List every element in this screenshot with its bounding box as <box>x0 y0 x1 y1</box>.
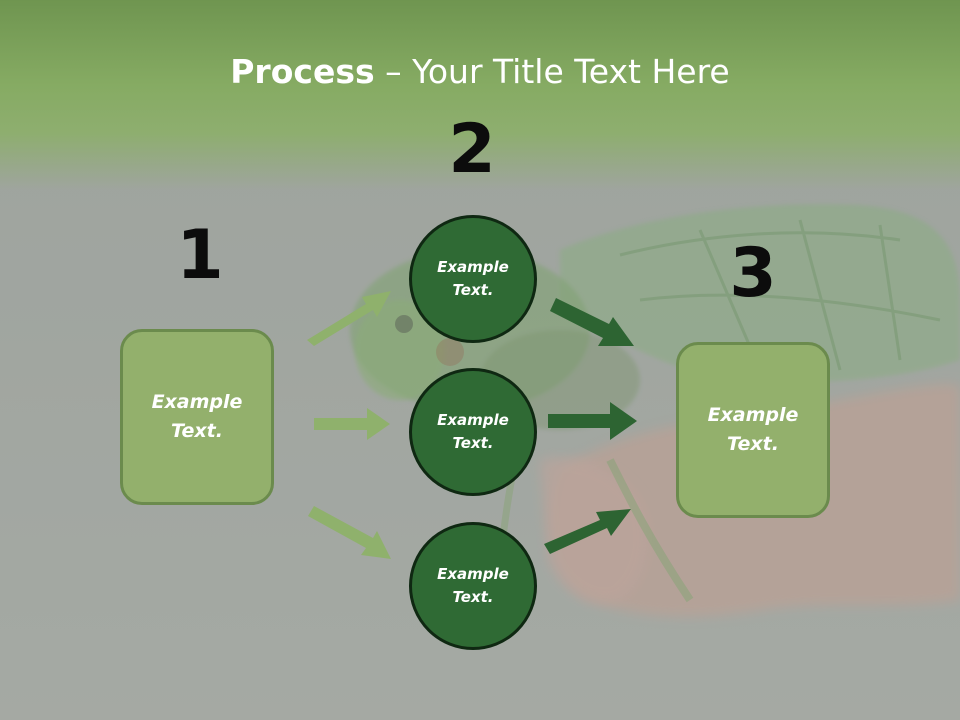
start-box-line2: Text. <box>171 420 223 442</box>
header-band <box>0 0 960 190</box>
circle-bottom-line1: Example <box>437 565 509 583</box>
title-rest-part: – Your Title Text Here <box>374 52 730 91</box>
circle-bottom: Example Text. <box>409 522 537 650</box>
circle-top-line1: Example <box>437 258 509 276</box>
circle-top: Example Text. <box>409 215 537 343</box>
start-box-line1: Example <box>151 391 243 413</box>
title-bold-part: Process <box>230 52 375 91</box>
circle-middle-line2: Text. <box>452 434 494 452</box>
step-number-3: 3 <box>729 234 777 313</box>
circle-middle-line1: Example <box>437 411 509 429</box>
start-box: Example Text. <box>120 329 274 505</box>
circle-bottom-line2: Text. <box>452 588 494 606</box>
end-box: Example Text. <box>676 342 830 518</box>
slide-title: Process – Your Title Text Here <box>0 52 960 91</box>
end-box-line2: Text. <box>727 433 779 455</box>
circle-top-line2: Text. <box>452 281 494 299</box>
circle-middle: Example Text. <box>409 368 537 496</box>
end-box-line1: Example <box>707 404 799 426</box>
step-number-1: 1 <box>176 216 224 295</box>
step-number-2: 2 <box>448 110 496 189</box>
